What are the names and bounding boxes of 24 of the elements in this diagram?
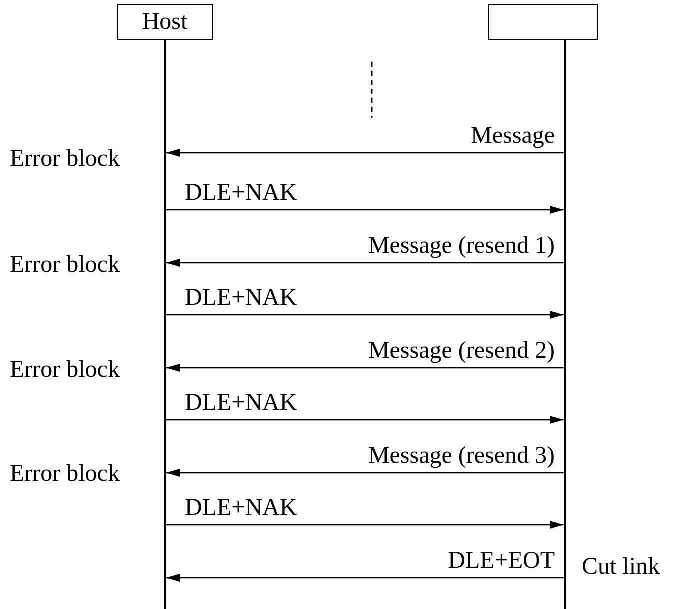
- arrow: [166, 469, 564, 477]
- edge-label: Message (resend 3): [368, 443, 555, 469]
- arrow: [166, 149, 564, 157]
- lifeline-header: Host: [117, 4, 213, 40]
- arrow: [166, 259, 564, 267]
- note-text: Error block: [10, 461, 120, 487]
- arrow: [166, 574, 564, 582]
- edge-label: Message: [471, 123, 555, 149]
- edge-label: Message (resend 2): [368, 338, 555, 364]
- note-text: Error block: [10, 252, 120, 278]
- arrow: [166, 206, 564, 214]
- note-text: Cut link: [582, 554, 660, 580]
- edge-label: DLE+NAK: [185, 495, 298, 521]
- arrow: [166, 521, 564, 529]
- arrow: [166, 416, 564, 424]
- note-text: Error block: [10, 357, 120, 383]
- arrow: [166, 311, 564, 319]
- edge-label: DLE+NAK: [185, 180, 298, 206]
- arrow: [166, 364, 564, 372]
- edge-label: DLE+NAK: [185, 390, 298, 416]
- note-text: Error block: [10, 146, 120, 172]
- edge-label: Message (resend 1): [368, 233, 555, 259]
- edge-label: DLE+NAK: [185, 285, 298, 311]
- edge-label: DLE+EOT: [448, 548, 555, 574]
